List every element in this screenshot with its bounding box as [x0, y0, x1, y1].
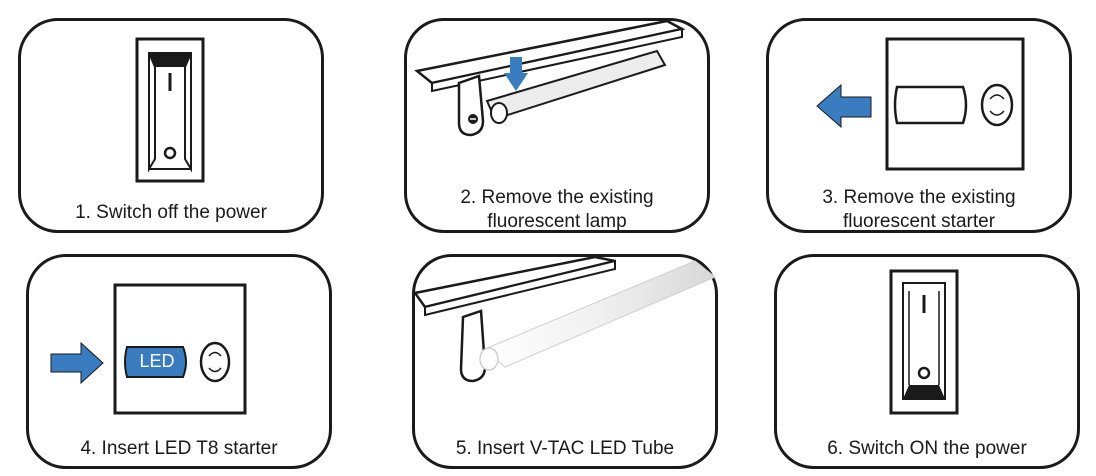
insert-led-starter-icon	[50, 283, 247, 415]
remove-starter-icon	[816, 37, 1025, 171]
step-2-caption-line-1: 2. Remove the existing	[460, 187, 654, 208]
step-1-caption-line-1: 1. Switch off the power	[75, 202, 267, 223]
step-5-caption: 5. Insert V-TAC LED Tube	[415, 437, 715, 461]
step-6-panel: 6. Switch ON the power	[774, 254, 1080, 469]
step-5-caption-line-1: 5. Insert V-TAC LED Tube	[455, 438, 675, 459]
step-2-panel: 2. Remove the existing fluorescent lamp	[404, 18, 710, 233]
step-4-caption-line-1: 4. Insert LED T8 starter	[80, 438, 278, 459]
step-3-caption-line-2: fluorescent starter	[842, 211, 996, 232]
led-starter-label: LED	[139, 351, 175, 371]
step-6-caption-line-1: 6. Switch ON the power	[827, 438, 1027, 459]
step-3-caption-line-1: 3. Remove the existing	[822, 187, 1016, 208]
rocker-switch-on-icon	[889, 269, 959, 415]
step-1-caption: 1. Switch off the power	[21, 201, 321, 225]
step-3-caption: 3. Remove the existing fluorescent start…	[769, 186, 1069, 234]
step-4-panel: LED 4. Insert LED T8 starter	[26, 254, 332, 469]
step-3-panel: 3. Remove the existing fluorescent start…	[766, 18, 1072, 233]
step-2-caption: 2. Remove the existing fluorescent lamp	[407, 186, 707, 234]
step-2-caption-line-2: fluorescent lamp	[487, 211, 627, 232]
rocker-switch-off-icon	[135, 37, 205, 183]
step-5-panel: 5. Insert V-TAC LED Tube	[412, 254, 718, 469]
remove-lamp-icon	[414, 19, 686, 137]
insert-led-tube-icon	[412, 255, 716, 383]
step-6-caption: 6. Switch ON the power	[777, 437, 1077, 461]
step-4-caption: 4. Insert LED T8 starter	[29, 437, 329, 461]
step-1-panel: 1. Switch off the power	[18, 18, 324, 233]
